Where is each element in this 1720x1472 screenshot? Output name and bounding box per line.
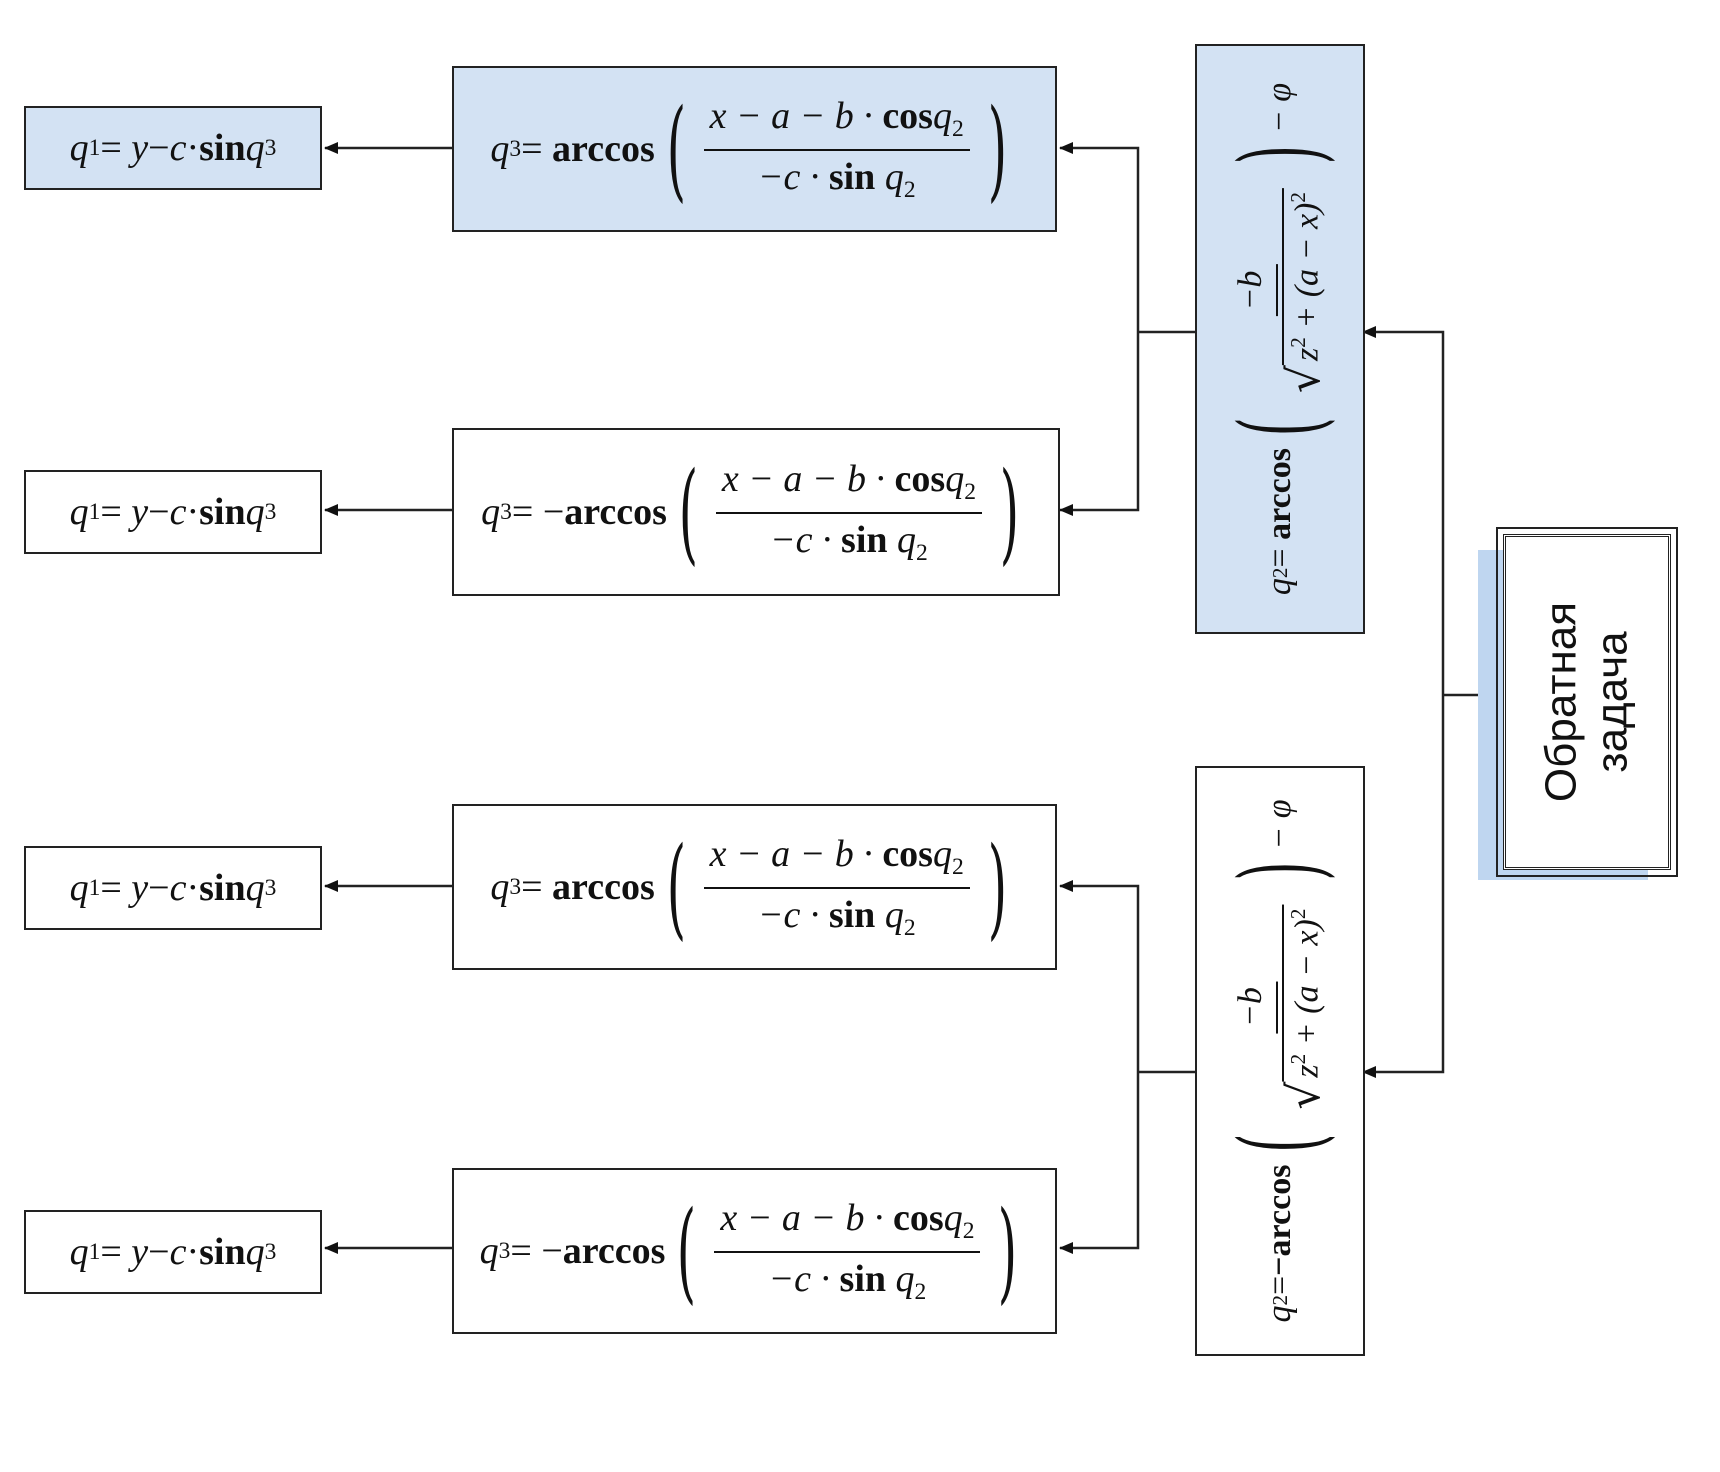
connector-task-to-q2-top <box>1362 326 1445 695</box>
arccos-func: arccos <box>1261 1164 1298 1257</box>
arccos-func: arccos <box>1261 447 1298 540</box>
task-label-line1: Обратная <box>1536 601 1586 803</box>
connector-task-to-q2-bottom <box>1362 695 1445 1078</box>
connector-q2-bottom-to-q3-3 <box>1059 880 1140 1072</box>
task-label-line2: задача <box>1587 631 1636 773</box>
connector-q2-bottom-to-q3-4 <box>1059 1072 1140 1254</box>
connector-q2-top-to-q3-1 <box>1059 142 1140 332</box>
connector-q2-top-to-q3-2 <box>1059 332 1140 516</box>
inverse-task-box: Обратная задача <box>1496 527 1678 877</box>
